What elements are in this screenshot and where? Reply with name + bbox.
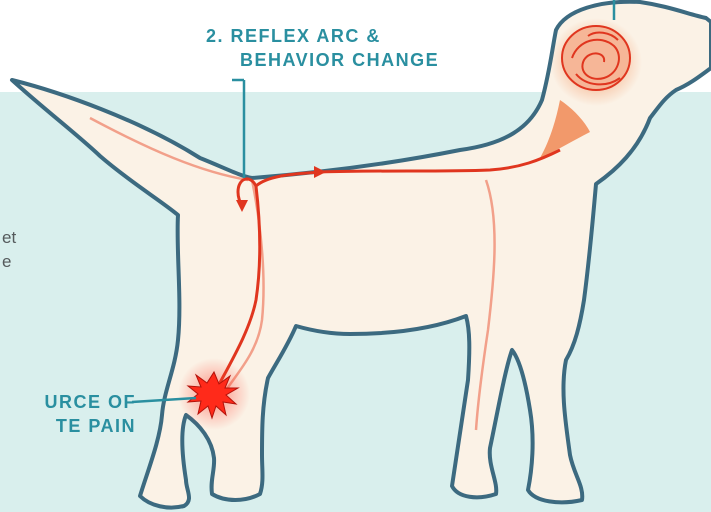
reflex-arc-label: 2. REFLEX ARC & BEHAVIOR CHANGE <box>206 24 439 72</box>
cropped-body-text: et e <box>2 226 16 274</box>
pain-source-label-line1: URCE OF <box>0 390 136 414</box>
cropped-text-line1: et <box>2 226 16 250</box>
reflex-arc-label-line1: 2. REFLEX ARC & <box>206 24 439 48</box>
cropped-text-line2: e <box>2 250 16 274</box>
reflex-arc-label-line2: BEHAVIOR CHANGE <box>206 48 439 72</box>
pain-source-label-line2: TE PAIN <box>0 414 136 438</box>
brain-icon <box>562 26 630 90</box>
pain-source-label: URCE OF TE PAIN <box>0 390 136 438</box>
